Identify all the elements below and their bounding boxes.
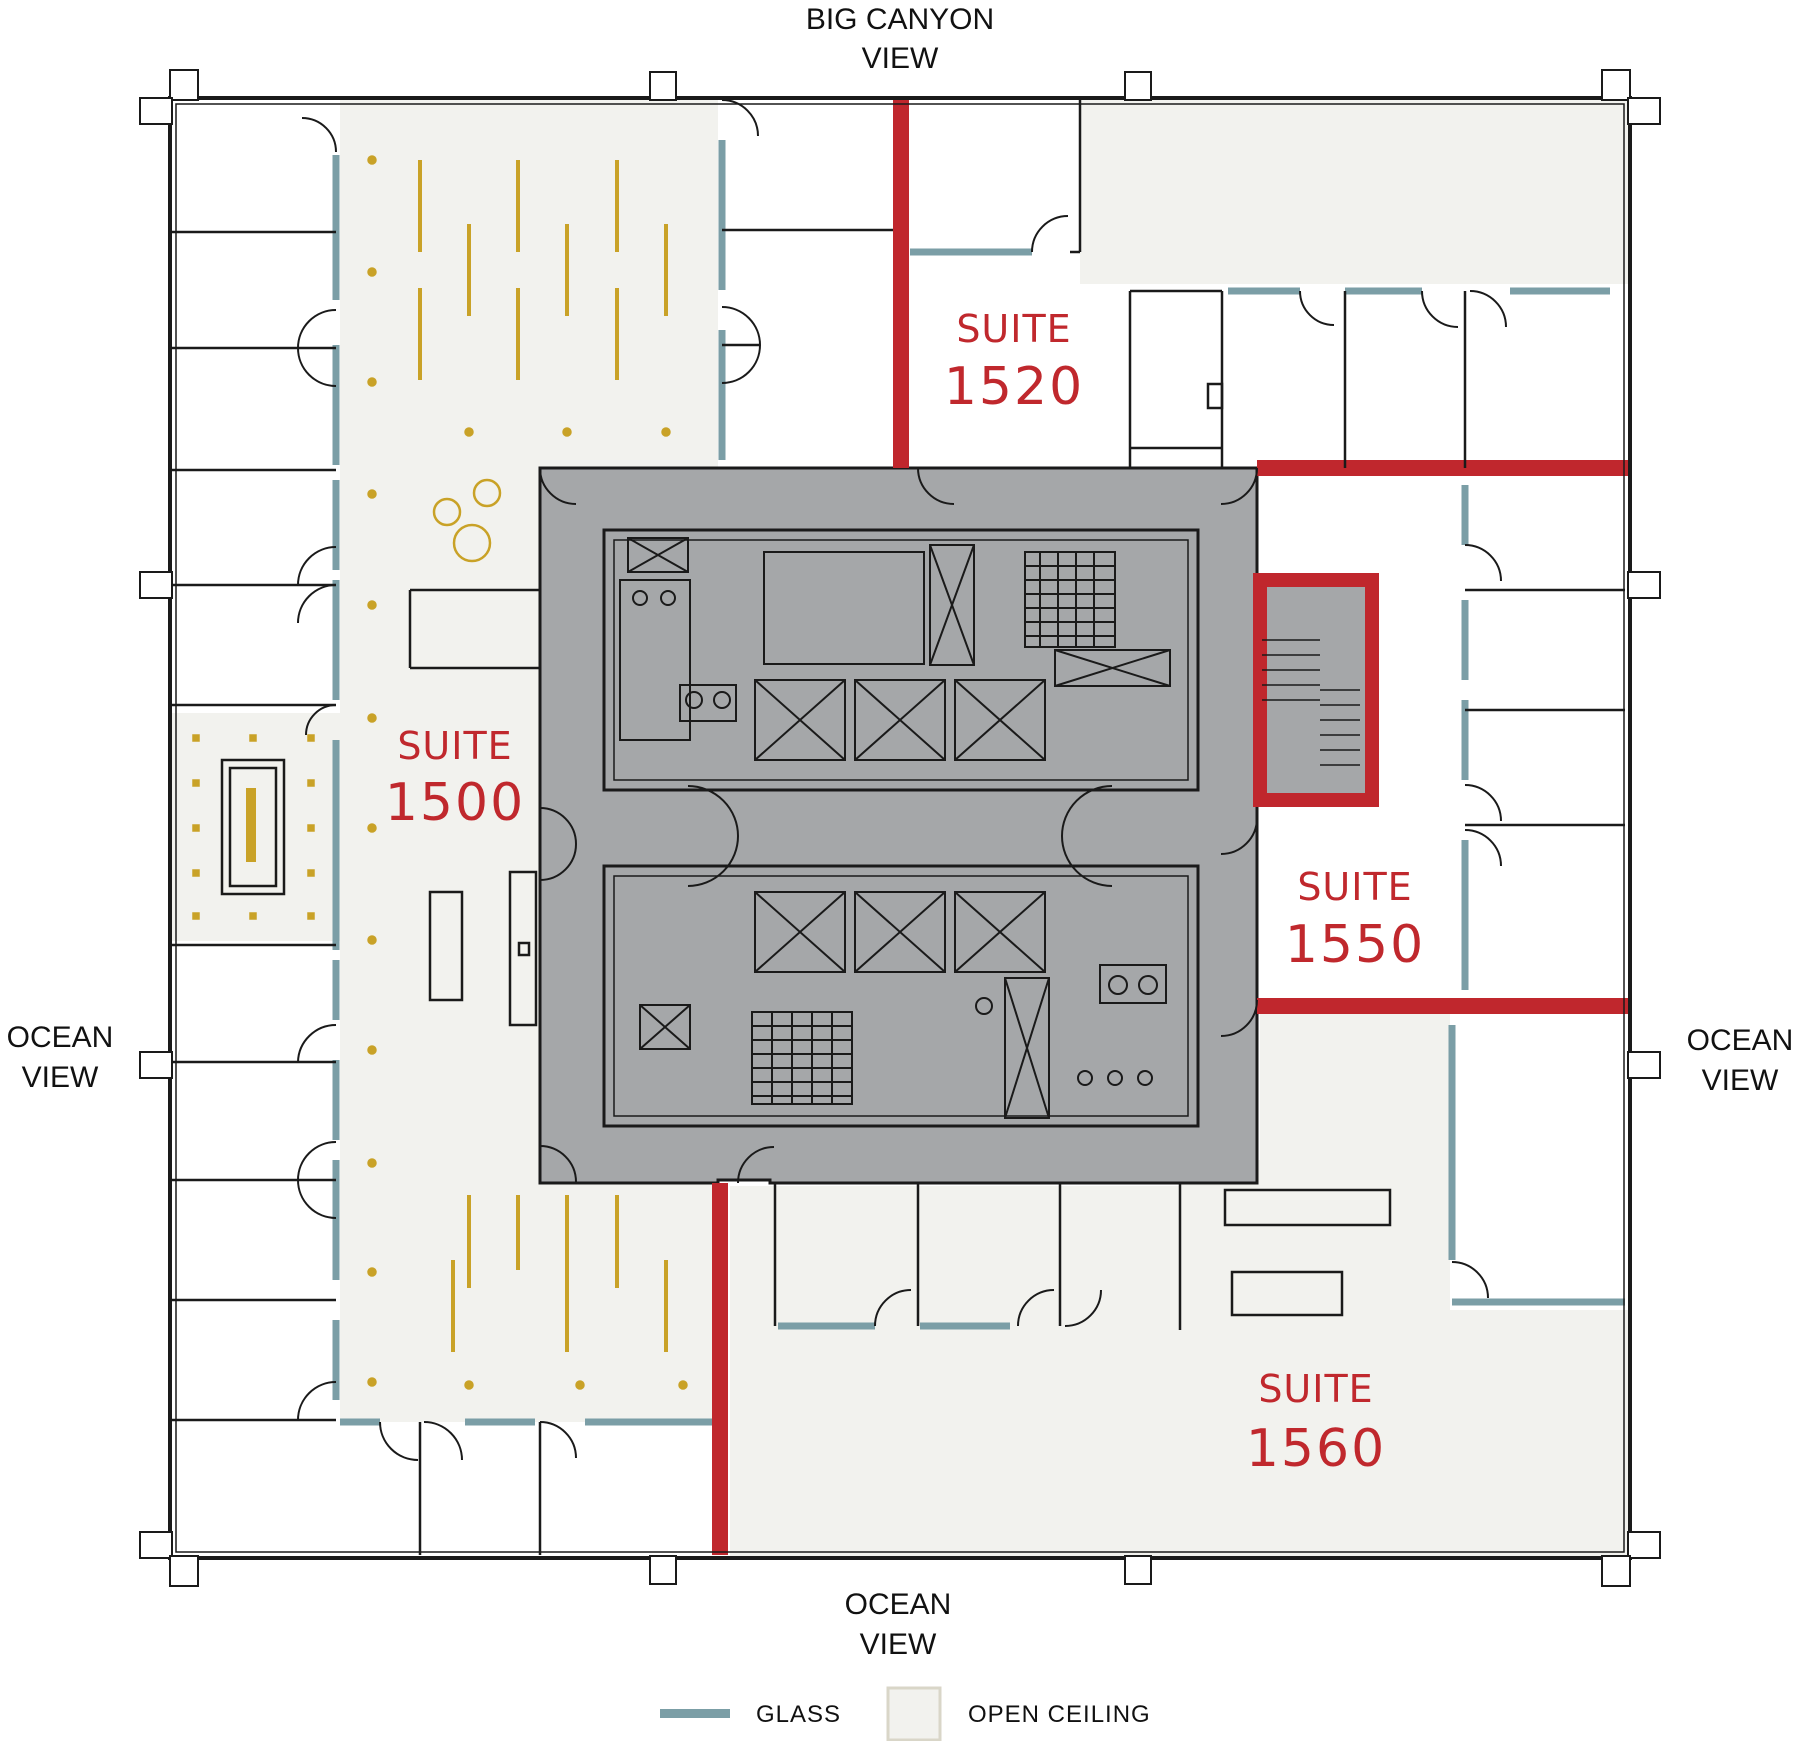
- bottom-view-label-line2: VIEW: [860, 1628, 937, 1661]
- downlights: [192, 155, 688, 1390]
- top-view-label-line1: BIG CANYON: [806, 3, 994, 36]
- legend: GLASS OPEN CEILING: [660, 1686, 1151, 1741]
- interior-walls: [172, 100, 1625, 1555]
- demising-walls: [712, 100, 1628, 1555]
- view-labels: BIG CANYON VIEW OCEAN VIEW OCEAN VIEW OC…: [7, 3, 1794, 1661]
- glass-partitions: [332, 140, 1625, 1426]
- demising-wall-1520-1550: [1257, 460, 1628, 476]
- suite-1500-number: 1500: [385, 773, 525, 833]
- legend-open-ceiling-swatch: [886, 1686, 942, 1741]
- legend-glass-swatch: [660, 1709, 730, 1718]
- exterior-walls: [168, 96, 1632, 1560]
- legend-open-ceiling-label: OPEN CEILING: [968, 1701, 1151, 1728]
- right-view-label-line2: VIEW: [1702, 1064, 1779, 1097]
- suite-1560-word: SUITE: [1258, 1367, 1373, 1411]
- exit-stair: [1253, 573, 1379, 807]
- pendant-lights: [432, 478, 502, 563]
- demising-wall-1500-1520: [893, 100, 909, 468]
- suite-1520-number: 1520: [944, 357, 1084, 417]
- suite-1520-word: SUITE: [956, 307, 1071, 351]
- right-view-label-line1: OCEAN: [1687, 1024, 1794, 1057]
- light-fixtures: [246, 160, 668, 1352]
- left-view-label-line1: OCEAN: [7, 1021, 114, 1054]
- suite-1500-word: SUITE: [397, 724, 512, 768]
- legend-glass-label: GLASS: [756, 1701, 841, 1728]
- suite-labels: SUITE 1500 SUITE 1520 SUITE 1550 SUITE 1…: [385, 307, 1425, 1479]
- suite-1550-number: 1550: [1285, 915, 1425, 975]
- demising-wall-1550-1560: [1257, 998, 1628, 1014]
- bottom-view-label-line1: OCEAN: [845, 1588, 952, 1621]
- suite-1560-number: 1560: [1246, 1419, 1386, 1479]
- northeast-open-ceiling: [1080, 100, 1628, 284]
- demising-wall-1500-1560: [712, 1183, 728, 1555]
- structural-columns: [139, 69, 1661, 1587]
- left-view-label-line2: VIEW: [22, 1061, 99, 1094]
- doors: [296, 99, 1507, 1461]
- suite-1550-word: SUITE: [1297, 865, 1412, 909]
- building-core: [538, 466, 1379, 1185]
- top-view-label-line2: VIEW: [862, 42, 939, 75]
